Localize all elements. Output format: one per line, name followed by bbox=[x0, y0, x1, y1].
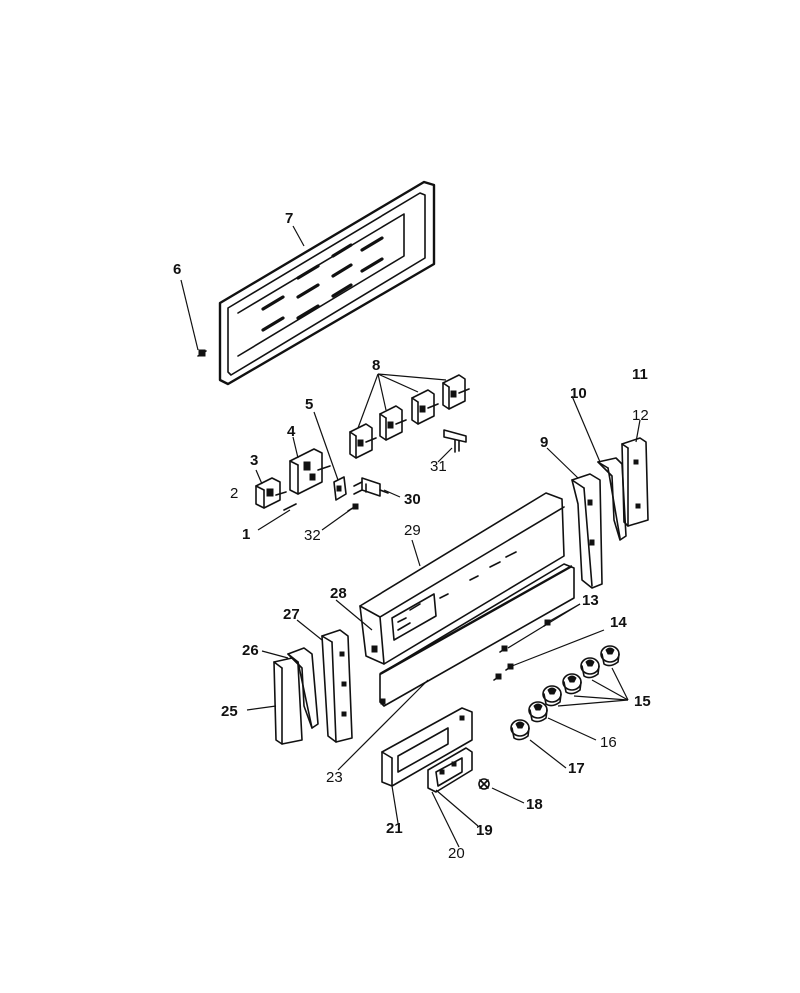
callout-8: 8 bbox=[372, 357, 380, 374]
callout-3: 3 bbox=[250, 452, 258, 469]
callout-25: 25 bbox=[221, 703, 238, 720]
leader-lines bbox=[180, 225, 641, 848]
callout-6: 6 bbox=[173, 261, 181, 278]
callout-labels: 7 6 8 11 10 12 5 4 9 31 3 2 30 1 32 29 1… bbox=[173, 210, 651, 862]
callout-32: 32 bbox=[304, 527, 321, 544]
callout-15: 15 bbox=[634, 693, 651, 710]
callout-9: 9 bbox=[540, 434, 548, 451]
callout-14: 14 bbox=[610, 614, 627, 631]
part-27-left-end-cap bbox=[321, 629, 353, 743]
callout-21: 21 bbox=[386, 820, 403, 837]
callout-13: 13 bbox=[582, 592, 599, 609]
callout-17: 17 bbox=[568, 760, 585, 777]
callout-26: 26 bbox=[242, 642, 259, 659]
part-17-knob bbox=[510, 719, 530, 741]
callout-12: 12 bbox=[632, 407, 649, 424]
callout-16: 16 bbox=[600, 734, 617, 751]
part-25-left-end-panel bbox=[273, 657, 303, 745]
part-5-clip bbox=[333, 476, 363, 501]
part-29-control-panel bbox=[359, 492, 565, 665]
part-10-end-bracket bbox=[597, 457, 627, 541]
part-21-bezel bbox=[381, 707, 473, 787]
part-26-left-end-bracket bbox=[287, 647, 319, 729]
part-14-screws bbox=[493, 663, 514, 681]
callout-7: 7 bbox=[285, 210, 293, 227]
callout-1: 1 bbox=[242, 526, 250, 543]
part-19-clock-mechanism bbox=[427, 747, 473, 793]
callout-29: 29 bbox=[404, 522, 421, 539]
part-3-small-switch bbox=[255, 477, 287, 509]
callout-11: 11 bbox=[632, 366, 648, 383]
callout-18: 18 bbox=[526, 796, 543, 813]
part-15-knobs bbox=[542, 645, 620, 707]
callout-28: 28 bbox=[330, 585, 347, 602]
part-16-knob bbox=[528, 701, 548, 723]
part-8-switches bbox=[349, 374, 470, 459]
callout-27: 27 bbox=[283, 606, 300, 623]
part-31-connector bbox=[443, 429, 467, 453]
part-30-connector bbox=[361, 477, 389, 497]
callout-19: 19 bbox=[476, 822, 493, 839]
callout-31: 31 bbox=[430, 458, 447, 475]
callout-20: 20 bbox=[448, 845, 465, 862]
callout-5: 5 bbox=[305, 396, 313, 413]
part-23-trim-strip bbox=[379, 563, 575, 707]
callout-30: 30 bbox=[404, 491, 421, 508]
part-9-end-cap bbox=[571, 473, 603, 589]
part-18-nut bbox=[478, 778, 490, 790]
part-12-end-panel bbox=[621, 437, 649, 527]
part-6-screw bbox=[197, 349, 207, 357]
callout-4: 4 bbox=[287, 423, 296, 440]
part-4-bracket bbox=[283, 448, 331, 511]
callout-2: 2 bbox=[230, 485, 238, 502]
callout-23: 23 bbox=[326, 769, 343, 786]
part-7-backguard-panel bbox=[218, 180, 436, 386]
callout-10: 10 bbox=[570, 385, 587, 402]
